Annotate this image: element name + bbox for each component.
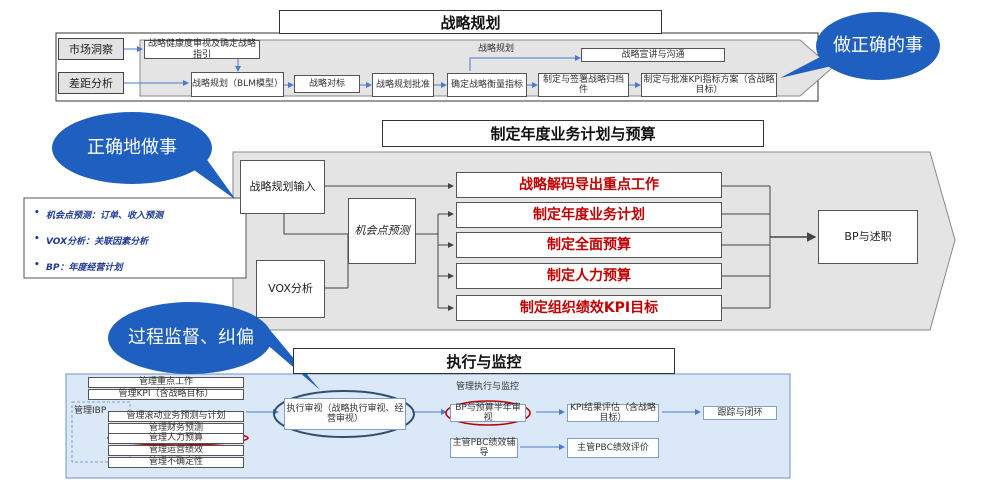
note-bp: BP：年度经营计划 (34, 260, 123, 273)
execution-inner-title: 管理执行与监控 (456, 382, 520, 392)
manage-kpi: 管理KPI（含战略目标） (88, 389, 244, 400)
strategy-connectors (124, 46, 641, 88)
strategy-comm-box: 战略宣讲与沟通 (581, 48, 725, 62)
track-close-box: 跟踪与闭环 (703, 406, 777, 420)
note-vox: VOX分析：关联因素分析 (34, 234, 148, 247)
manage-rolling-forecast: 管理滚动业务预测与计划 (108, 411, 244, 422)
strategy-health-box: 战略健康度审视及确定战略指引 (144, 39, 260, 60)
bubble-do-right (780, 12, 940, 80)
bp-half-year-review-box: BP与预算半年审视 (450, 403, 526, 423)
vox-box: VOX分析 (256, 260, 325, 318)
pbc-evaluation-box: 主管PBC绩效评价 (567, 438, 659, 458)
manage-hr-budget: 管理人力预算 (108, 433, 244, 444)
bubble-monitor (108, 302, 320, 390)
step-benchmark: 战略对标 (294, 75, 360, 93)
manage-uncertainty: 管理不确定性 (108, 457, 244, 468)
bubble-do-right-text: 做正确的事 (833, 35, 923, 57)
strategy-input-box: 战略规划输入 (240, 160, 325, 214)
bubble-monitor-text: 过程监督、纠偏 (128, 327, 254, 349)
execution-title: 执行与监控 (293, 348, 675, 374)
strategy-flow-label: 战略规划 (478, 44, 515, 54)
step-metrics: 确定战略衡量指标 (447, 73, 527, 97)
market-insight-label: 市场洞察 (58, 38, 124, 60)
annual-item-kpi: 制定组织绩效KPI目标 (456, 295, 722, 321)
bubble-do-rightly (52, 112, 236, 200)
step-blm: 战略规划（BLM模型） (191, 72, 284, 97)
opportunity-box: 机会点预测 (348, 198, 416, 264)
manage-ops-performance: 管理运营绩效 (108, 445, 244, 456)
execution-connectors (246, 409, 701, 450)
execution-review-box: 执行审视（战略执行审视、经营审视） (284, 398, 406, 430)
ibp-group-label: 管理IBP (74, 406, 107, 416)
gap-analysis-label: 差距分析 (58, 72, 124, 94)
step-kpi: 制定与批准KPI指标方案（含战略目标） (641, 73, 777, 97)
annual-item-decode: 战略解码导出重点工作 (456, 172, 722, 198)
annual-item-hr-budget: 制定人力预算 (456, 263, 722, 289)
manage-key-work: 管理重点工作 (88, 377, 244, 388)
kpi-evaluation-box: KPI结果评估（含战略目标） (567, 403, 659, 423)
annual-item-budget: 制定全面预算 (456, 232, 722, 258)
step-approve: 战略规划批准 (372, 73, 434, 97)
step-archive: 制定与签署战略归档件 (538, 73, 629, 97)
bp-review-output-box: BP与述职 (818, 210, 918, 264)
strategy-title: 战略规划 (279, 10, 662, 34)
annual-title: 制定年度业务计划与预算 (382, 120, 764, 147)
annual-item-business-plan: 制定年度业务计划 (456, 202, 722, 228)
pbc-coaching-box: 主管PBC绩效辅导 (450, 438, 518, 458)
bubble-do-rightly-text: 正确地做事 (87, 137, 177, 159)
note-opportunity: 机会点预测：订单、收入预测 (34, 208, 163, 221)
